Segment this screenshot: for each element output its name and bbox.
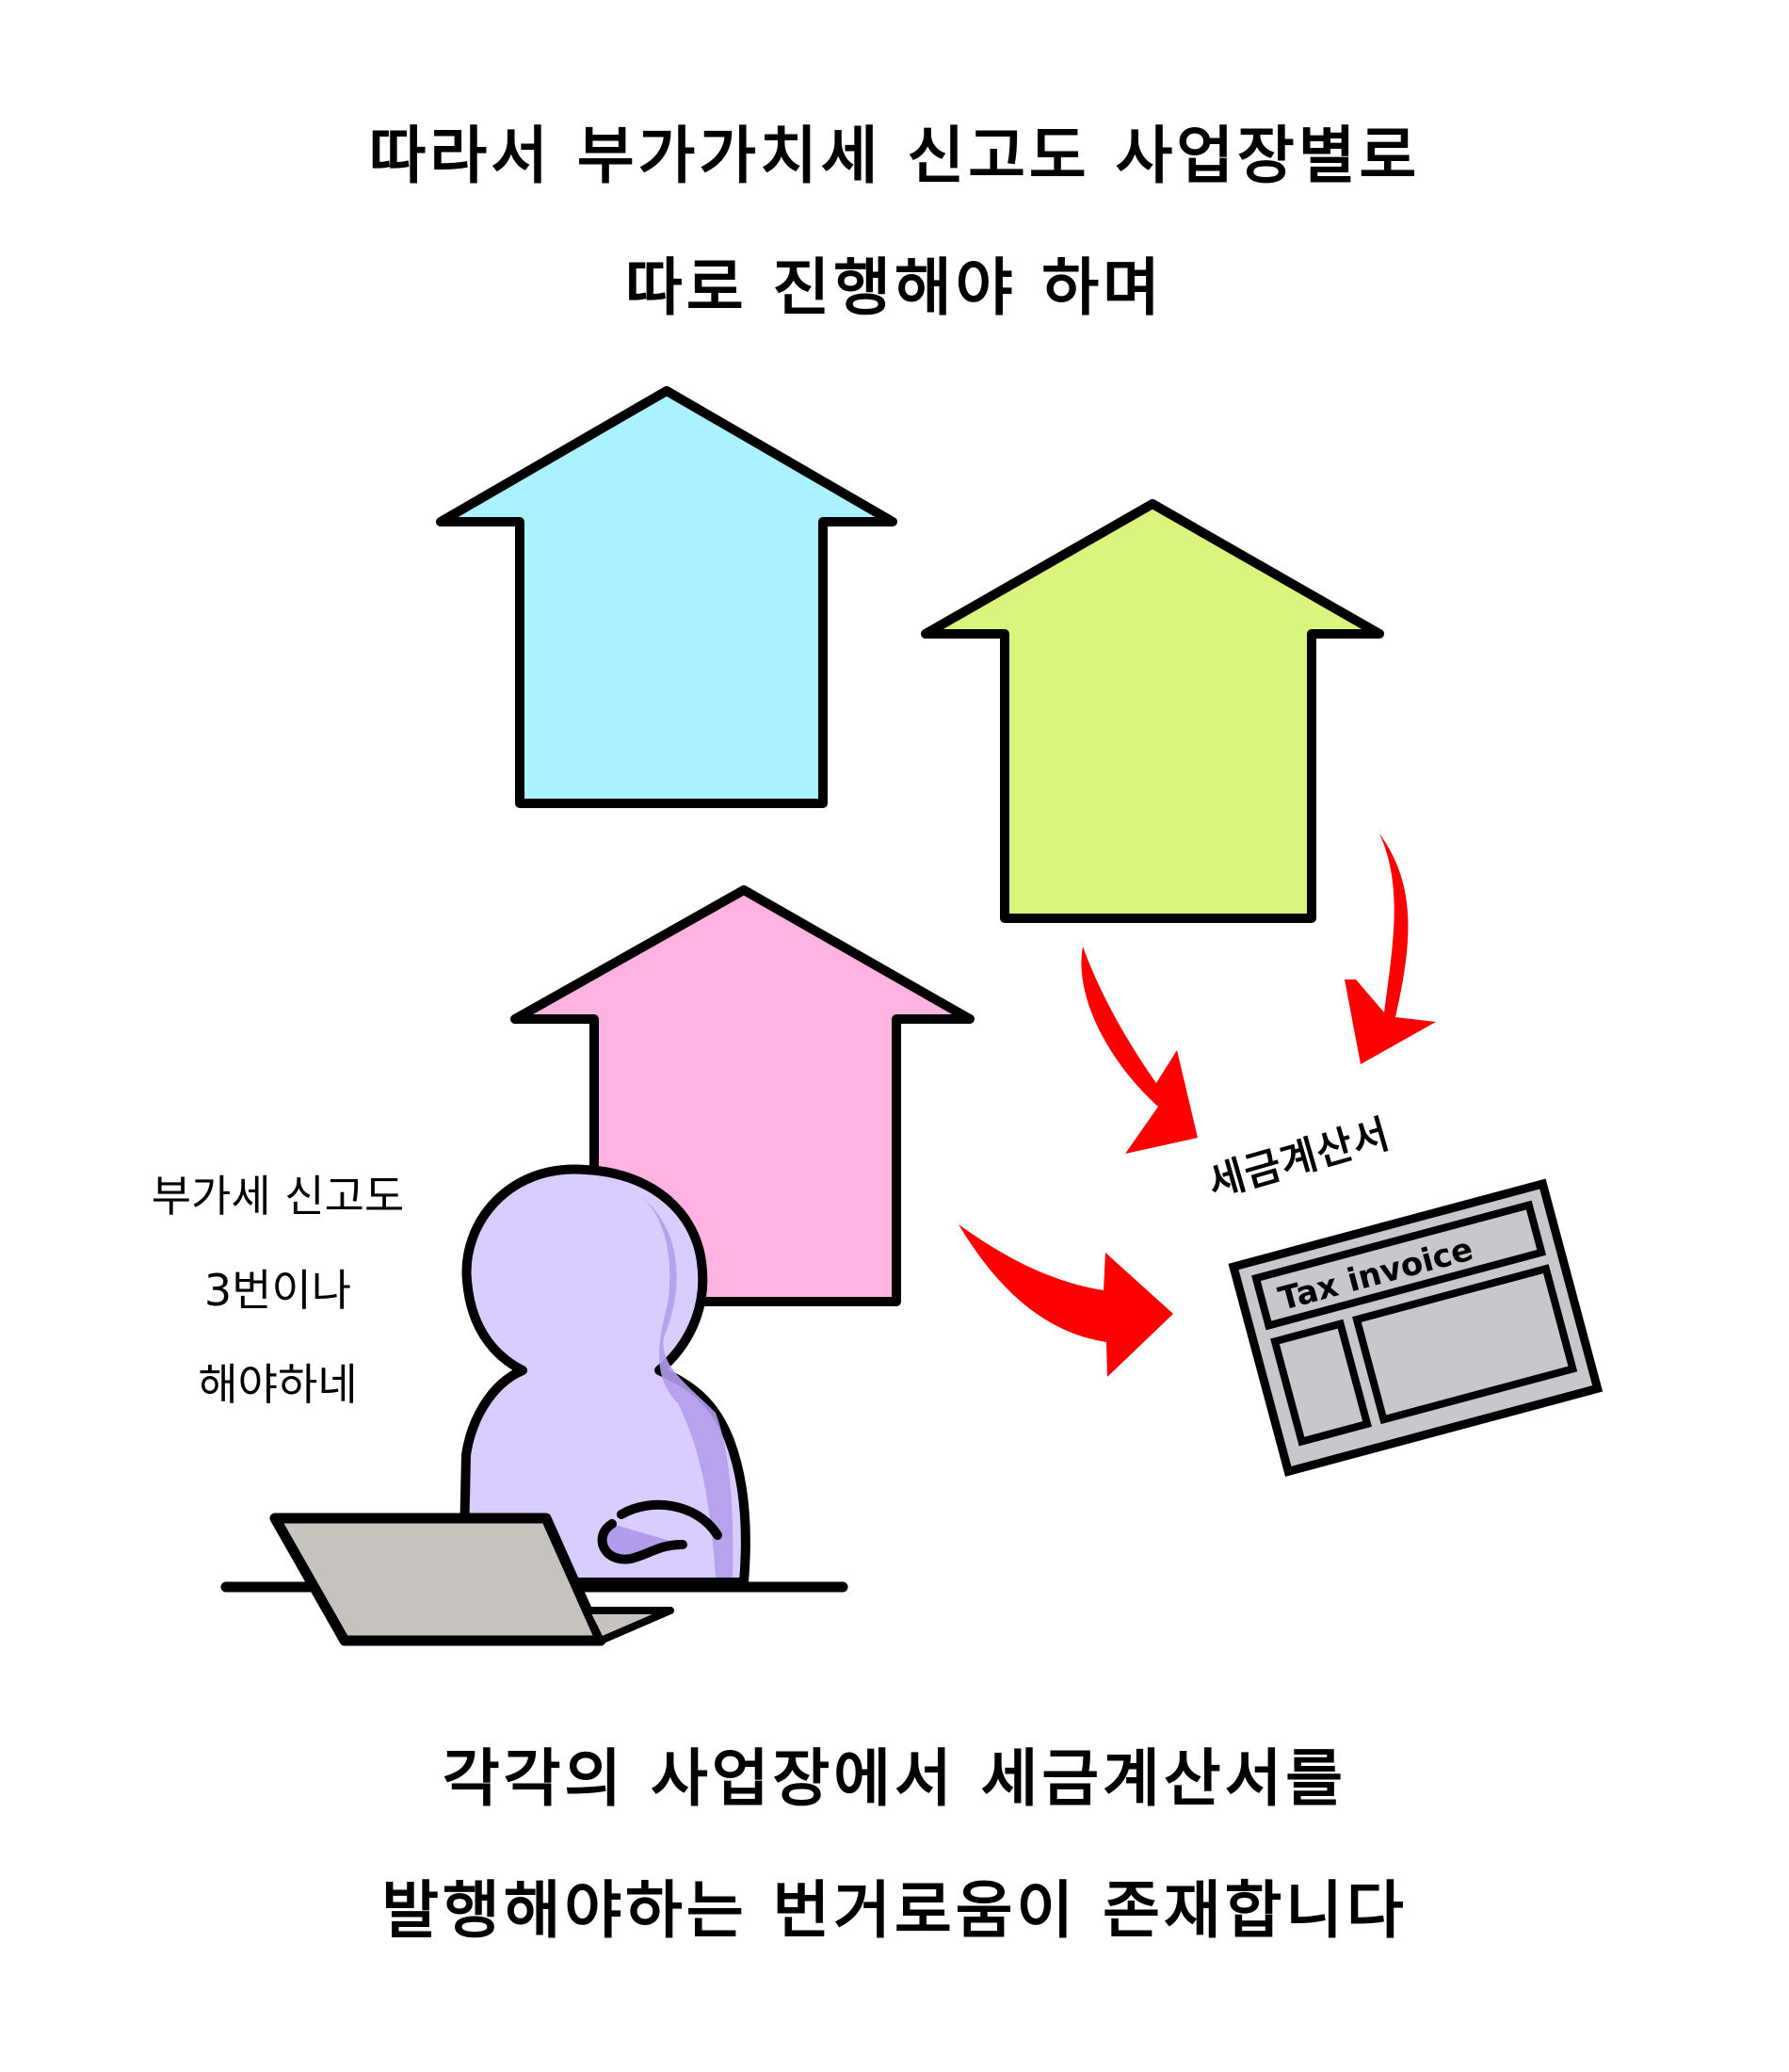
person-icon — [459, 1164, 750, 1587]
arrow-icon-green-to-invoice-right — [1345, 834, 1436, 1064]
house-icon-green — [921, 499, 1384, 923]
tax-invoice-icon: Tax invoice — [1228, 1178, 1604, 1477]
arrow-icon-green-to-invoice-left — [1081, 947, 1198, 1154]
speech-line-1: 부가세 신고도 — [151, 1171, 405, 1222]
speech-line-2: 3번이나 — [203, 1265, 352, 1316]
caption-top-line-2: 따로 진행해야 하며 — [625, 251, 1164, 324]
speech-bubble: 부가세 신고도 3번이나 해야하네 — [104, 1149, 452, 1432]
caption-top-line-1: 따라서 부가가치세 신고도 사업장별로 — [368, 120, 1421, 192]
caption-bottom-line-2: 발행해야하는 번거로움이 존재합니다 — [381, 1874, 1408, 1947]
laptop-icon — [269, 1513, 674, 1646]
speech-line-3: 해야하네 — [198, 1359, 358, 1410]
house-icon-blue — [436, 386, 897, 808]
arrow-icon-pink-to-invoice — [959, 1224, 1173, 1377]
caption-bottom-line-1: 각각의 사업장에서 세금계산서를 — [442, 1742, 1347, 1815]
